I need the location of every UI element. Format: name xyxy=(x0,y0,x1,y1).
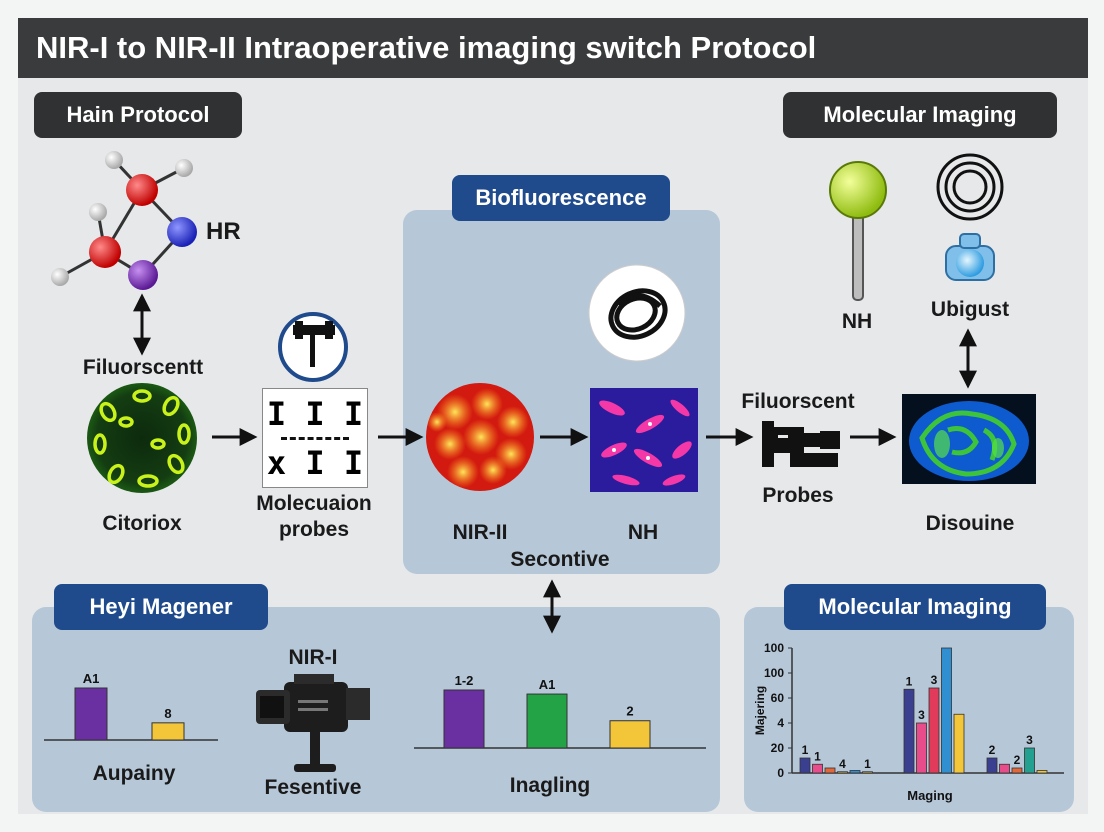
chart3-data-label-0-3: 4 xyxy=(839,757,846,771)
chart3-x-axis-label: Maging xyxy=(907,788,953,803)
chart3-y-tick-label-5: 100 xyxy=(764,641,784,655)
chart3-bar-2-1 xyxy=(999,763,1010,774)
chart3-bar-0-4 xyxy=(849,770,861,774)
chart3-data-label-2-0: 2 xyxy=(989,743,996,757)
aupainy-bar-chart: A1 8 xyxy=(44,671,218,741)
nh-top-label: NH xyxy=(841,310,873,333)
chart3-bar-2-3 xyxy=(1024,747,1035,774)
nh-bio-label: NH xyxy=(627,521,659,544)
chart3-bar-1-0 xyxy=(903,688,915,774)
inagling-label: Inagling xyxy=(509,774,591,797)
chart3-data-label-1-2: 3 xyxy=(931,673,938,687)
chart3-bar-1-4 xyxy=(953,713,965,774)
aupainy-label: Aupainy xyxy=(92,762,176,785)
filuorscent-label: Filuorscent xyxy=(741,390,855,413)
fesentive-label: Fesentive xyxy=(264,776,362,799)
slide-glyph-bottom: x I I xyxy=(266,444,364,482)
disouine-label: Disouine xyxy=(925,512,1015,535)
heyi-magener-panel xyxy=(32,607,720,812)
chart3-bar-0-1 xyxy=(812,763,823,774)
chart2-bar-1 xyxy=(526,693,568,749)
chart3-bar-2-0 xyxy=(986,757,998,774)
chart3-data-label-2-2: 2 xyxy=(1014,753,1021,767)
chart3-bar-1-3 xyxy=(941,647,952,774)
chart3-data-label-2-3: 3 xyxy=(1026,733,1033,747)
inagling-bar-chart: 1-2 A1 2 xyxy=(414,673,706,749)
slide-divider xyxy=(281,437,349,440)
fluorescent-cell-image xyxy=(87,383,197,493)
probes-right-label: Probes xyxy=(762,484,834,507)
chart3-bar-0-3 xyxy=(837,771,848,774)
chart3-bar-0-2 xyxy=(824,767,836,774)
slide-glyph-top: I I I xyxy=(266,395,364,433)
pin-probe-icon xyxy=(829,161,887,301)
ubigust-label: Ubigust xyxy=(930,298,1010,321)
capsule-sensor-icon xyxy=(945,233,995,281)
chart3-bar-2-2 xyxy=(1011,767,1023,774)
probe-device-icon xyxy=(762,421,840,467)
molecular-probe-slide: I I I x I I xyxy=(262,388,368,488)
chart3-data-label-1-1: 3 xyxy=(918,708,925,722)
biofluorescence-header: Biofluorescence xyxy=(452,175,670,221)
secontive-label: Secontive xyxy=(510,548,610,571)
chart3-data-label-0-1: 1 xyxy=(814,749,821,763)
probes-label: probes xyxy=(278,518,349,541)
microscope-icon xyxy=(278,312,348,382)
chart2-data-label-2: 2 xyxy=(626,704,633,719)
main-protocol-header: Hain Protocol xyxy=(34,92,242,138)
chart2-data-label-0: 1-2 xyxy=(455,673,474,688)
video-camera-icon xyxy=(256,674,370,772)
citoriox-label: Citoriox xyxy=(102,512,182,535)
heyi-magener-header: Heyi Magener xyxy=(54,584,268,630)
chart2-data-label-1: A1 xyxy=(539,677,556,692)
nh-fluorescence-image xyxy=(590,388,698,492)
chart3-y-tick-label-3: 60 xyxy=(771,691,785,705)
nir-i-label: NIR-I xyxy=(288,646,338,669)
chart1-data-label-0: A1 xyxy=(83,671,100,686)
nir-ii-heatmap-image xyxy=(426,383,534,491)
molecular-imaging-chart-header: Molecular Imaging xyxy=(784,584,1046,630)
chart2-bar-0 xyxy=(443,689,485,749)
chart3-data-label-0-0: 1 xyxy=(802,743,809,757)
hr-label: HR xyxy=(206,218,241,245)
molecuaion-label: Molecuaion xyxy=(256,492,372,515)
chart3-y-tick-label-2: 4 xyxy=(777,716,784,730)
chart3-bar-2-4 xyxy=(1036,770,1048,774)
disouine-fluorescence-image xyxy=(902,394,1036,484)
chart2-bar-2 xyxy=(609,720,651,749)
nir-ii-label: NIR-II xyxy=(452,521,508,544)
chart1-bar-1 xyxy=(151,722,185,741)
chart3-y-tick-label-4: 100 xyxy=(764,666,784,680)
chart3-bar-0-0 xyxy=(799,757,811,774)
chart3-bar-0-5 xyxy=(862,771,873,774)
chart3-y-axis-label: Majering xyxy=(753,686,767,735)
chart3-bar-1-1 xyxy=(916,722,927,774)
chart1-data-label-1: 8 xyxy=(164,706,171,721)
filuorscentt-label: Filuorscentt xyxy=(82,356,204,379)
chart3-data-label-0-5: 1 xyxy=(864,757,871,771)
chart3-data-label-1-0: 1 xyxy=(906,674,913,688)
chart3-y-tick-label-0: 0 xyxy=(777,766,784,780)
title-bar xyxy=(18,18,1088,78)
molecular-imaging-header: Molecular Imaging xyxy=(783,92,1057,138)
chart1-bar-0 xyxy=(74,687,108,741)
rings-icon xyxy=(936,153,1004,221)
chart3-bar-1-2 xyxy=(928,687,940,774)
page-title: NIR-I to NIR-II Intraoperative imaging s… xyxy=(36,30,817,65)
chart3-y-tick-label-1: 20 xyxy=(771,741,785,755)
swirl-icon xyxy=(588,264,686,362)
